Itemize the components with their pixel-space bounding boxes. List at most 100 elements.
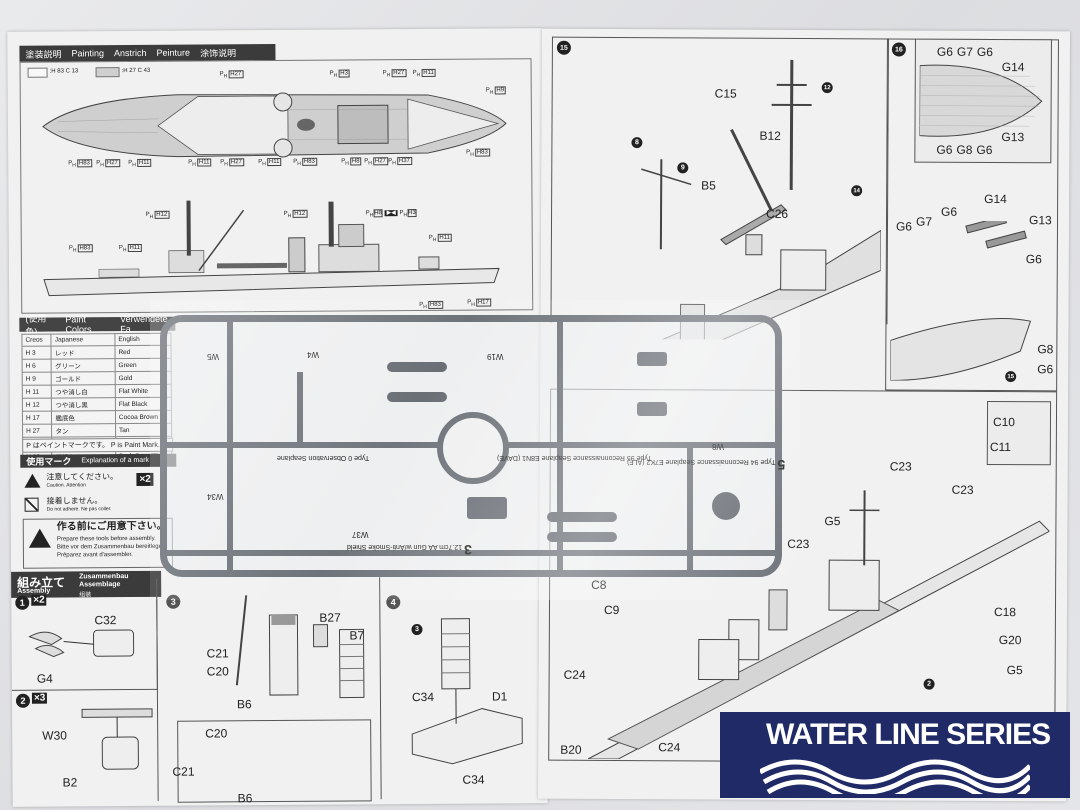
- part-label: G8: [956, 142, 973, 157]
- part-label: C32: [94, 613, 117, 628]
- swatch-light: [27, 67, 48, 78]
- step-4-number: 4: [386, 595, 401, 610]
- ship-side-view-drawing: [43, 200, 500, 297]
- part-label: C20: [206, 664, 229, 679]
- part-label: G20: [998, 633, 1022, 648]
- sprue-ring: [437, 412, 509, 484]
- step-ref-2: 2: [923, 678, 935, 690]
- step-15-drawing: [640, 59, 882, 341]
- part-label: B6: [236, 697, 252, 712]
- part-label: B2: [62, 775, 78, 790]
- part-label: C10: [992, 414, 1016, 430]
- badge-title: WATER LINE SERIES: [766, 718, 1051, 751]
- paint-mark-note: P はペイントマークです。 P is Paint Mark.: [22, 437, 174, 453]
- sprue-part: [547, 512, 617, 522]
- part-label: D1: [491, 689, 508, 704]
- swatch-tan-code: :H 27 C 43: [121, 67, 151, 75]
- waves-icon: [760, 759, 1030, 794]
- paint-colors-header: (使用色) Paint Colors Verwendete Fa: [19, 314, 176, 337]
- step-ref-3: 3: [411, 623, 423, 636]
- swatch-tan: [95, 67, 120, 78]
- ship-top-view-drawing: [42, 92, 507, 158]
- part-label: C21: [172, 764, 195, 779]
- swatch-light-code: :H 83 C 13: [49, 68, 79, 75]
- painting-header: 塗装説明 Painting Anstrich Peinture 涂饰说明: [19, 44, 276, 62]
- step-2-number: 2: [15, 693, 31, 708]
- sprue-label: W8: [712, 442, 724, 451]
- step-3-number: 3: [166, 594, 181, 609]
- step-ref-14: 14: [851, 185, 863, 197]
- part-label: C24: [658, 740, 681, 755]
- sprue-section-7: Type 0 Observation Seaplane: [277, 454, 370, 461]
- ship-assembly-drawing: [587, 490, 1050, 760]
- sprue-part: [547, 532, 617, 542]
- part-label: G7: [956, 44, 973, 59]
- left-instruction-sheet: 塗装説明 Painting Anstrich Peinture 涂饰说明 :H …: [7, 28, 548, 807]
- step-ref-15: 15: [1005, 371, 1017, 383]
- part-label: W30: [42, 728, 67, 743]
- part-label: G6: [976, 142, 993, 157]
- right-instruction-sheet: 15 C15 B12 B5 C26 8 9 12 14 16 G6 G7 G6 …: [537, 28, 1071, 802]
- step-2-multiplier: ×3: [31, 692, 48, 704]
- part-label: G8: [1037, 342, 1054, 357]
- paint-label-group: PHH8 ▶◀ PHH3: [365, 209, 417, 219]
- step-1-number: 1: [15, 595, 30, 610]
- part-label: G6: [936, 142, 953, 157]
- step-16-number: 16: [891, 42, 906, 57]
- step-15-number: 15: [556, 40, 571, 55]
- sprue-section-3: 3 12.7cm AA Gun w/Anti-Smoke Shield: [347, 542, 472, 558]
- part-label: B12: [759, 128, 781, 143]
- sprue-runner: [297, 372, 303, 442]
- part-label: G13: [1028, 213, 1052, 228]
- before-assembly-title: 作る前にご用意下さい。: [56, 520, 167, 533]
- parts-sprue: W5 W4 W37 W34 W19 W8 3 12.7cm AA Gun w/A…: [160, 315, 785, 577]
- sprue-runner: [557, 322, 563, 570]
- part-label: C15: [714, 86, 737, 101]
- part-label: G13: [1001, 130, 1025, 145]
- step-3-drawing: [235, 595, 365, 699]
- marks-header: 使用マーク Explanation of a mark: [20, 453, 177, 468]
- step-1-drawing: [28, 629, 135, 658]
- caution-text: 注意してください。: [46, 472, 118, 482]
- part-label: G5: [824, 514, 841, 529]
- sprue-part: [712, 492, 740, 520]
- step-2-drawing: [81, 708, 153, 770]
- part-label: C34: [462, 772, 485, 787]
- sprue-part: [467, 497, 507, 519]
- sprue-label: W4: [307, 350, 319, 359]
- part-label: G6: [895, 219, 913, 234]
- warning-icon: [28, 528, 51, 548]
- part-label: C11: [989, 439, 1011, 455]
- sprue-label: W19: [487, 352, 504, 361]
- part-label: C18: [993, 604, 1017, 620]
- part-label: C8: [591, 577, 607, 592]
- part-label: C21: [206, 646, 229, 661]
- sprue-label: W34: [207, 492, 224, 501]
- part-label: G6: [941, 204, 958, 219]
- no-glue-text: 接着しません。: [46, 496, 103, 506]
- part-label: B20: [560, 742, 582, 757]
- sprue-runner: [687, 442, 693, 570]
- step-1-multiplier: ×2: [31, 594, 47, 606]
- caution-icon: [24, 473, 41, 488]
